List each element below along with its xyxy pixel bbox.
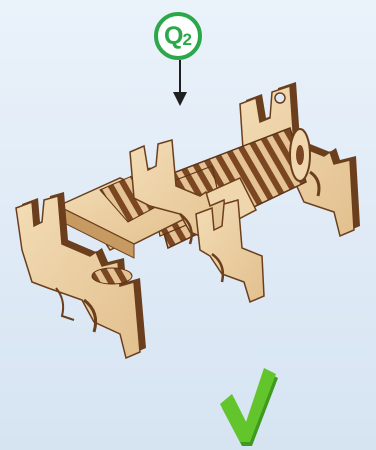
right-stand-frame — [196, 200, 264, 302]
arrow-down-icon — [173, 60, 187, 106]
checkmark-icon — [220, 368, 278, 446]
